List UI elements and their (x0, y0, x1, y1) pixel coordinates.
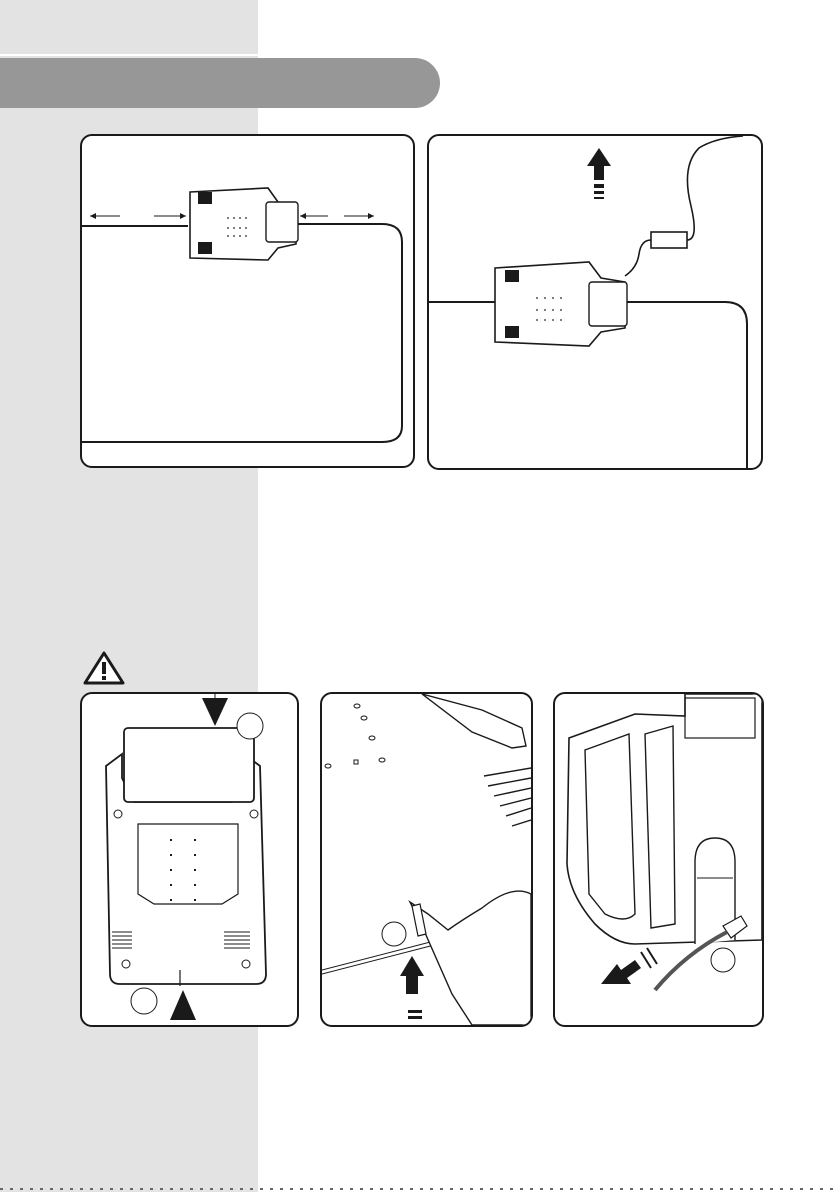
figure-1-wire-loop (80, 134, 415, 468)
figure-5-cable-exit (553, 692, 764, 1027)
mower-top-view (495, 262, 627, 346)
up-arrow-icon (587, 148, 611, 199)
up-arrow-icon (400, 956, 424, 1019)
figure-3-charging-plate (80, 692, 299, 1027)
section-header-bar (0, 58, 440, 108)
top-left-block (0, 0, 258, 56)
page-bottom-crop-marks (0, 1188, 840, 1190)
figure-2-extension (427, 134, 763, 470)
pull-arrow-icon (601, 948, 657, 984)
warning-triangle-icon (82, 650, 126, 686)
mower-top-view (190, 188, 298, 260)
figure-4-insert-wire (320, 692, 533, 1027)
